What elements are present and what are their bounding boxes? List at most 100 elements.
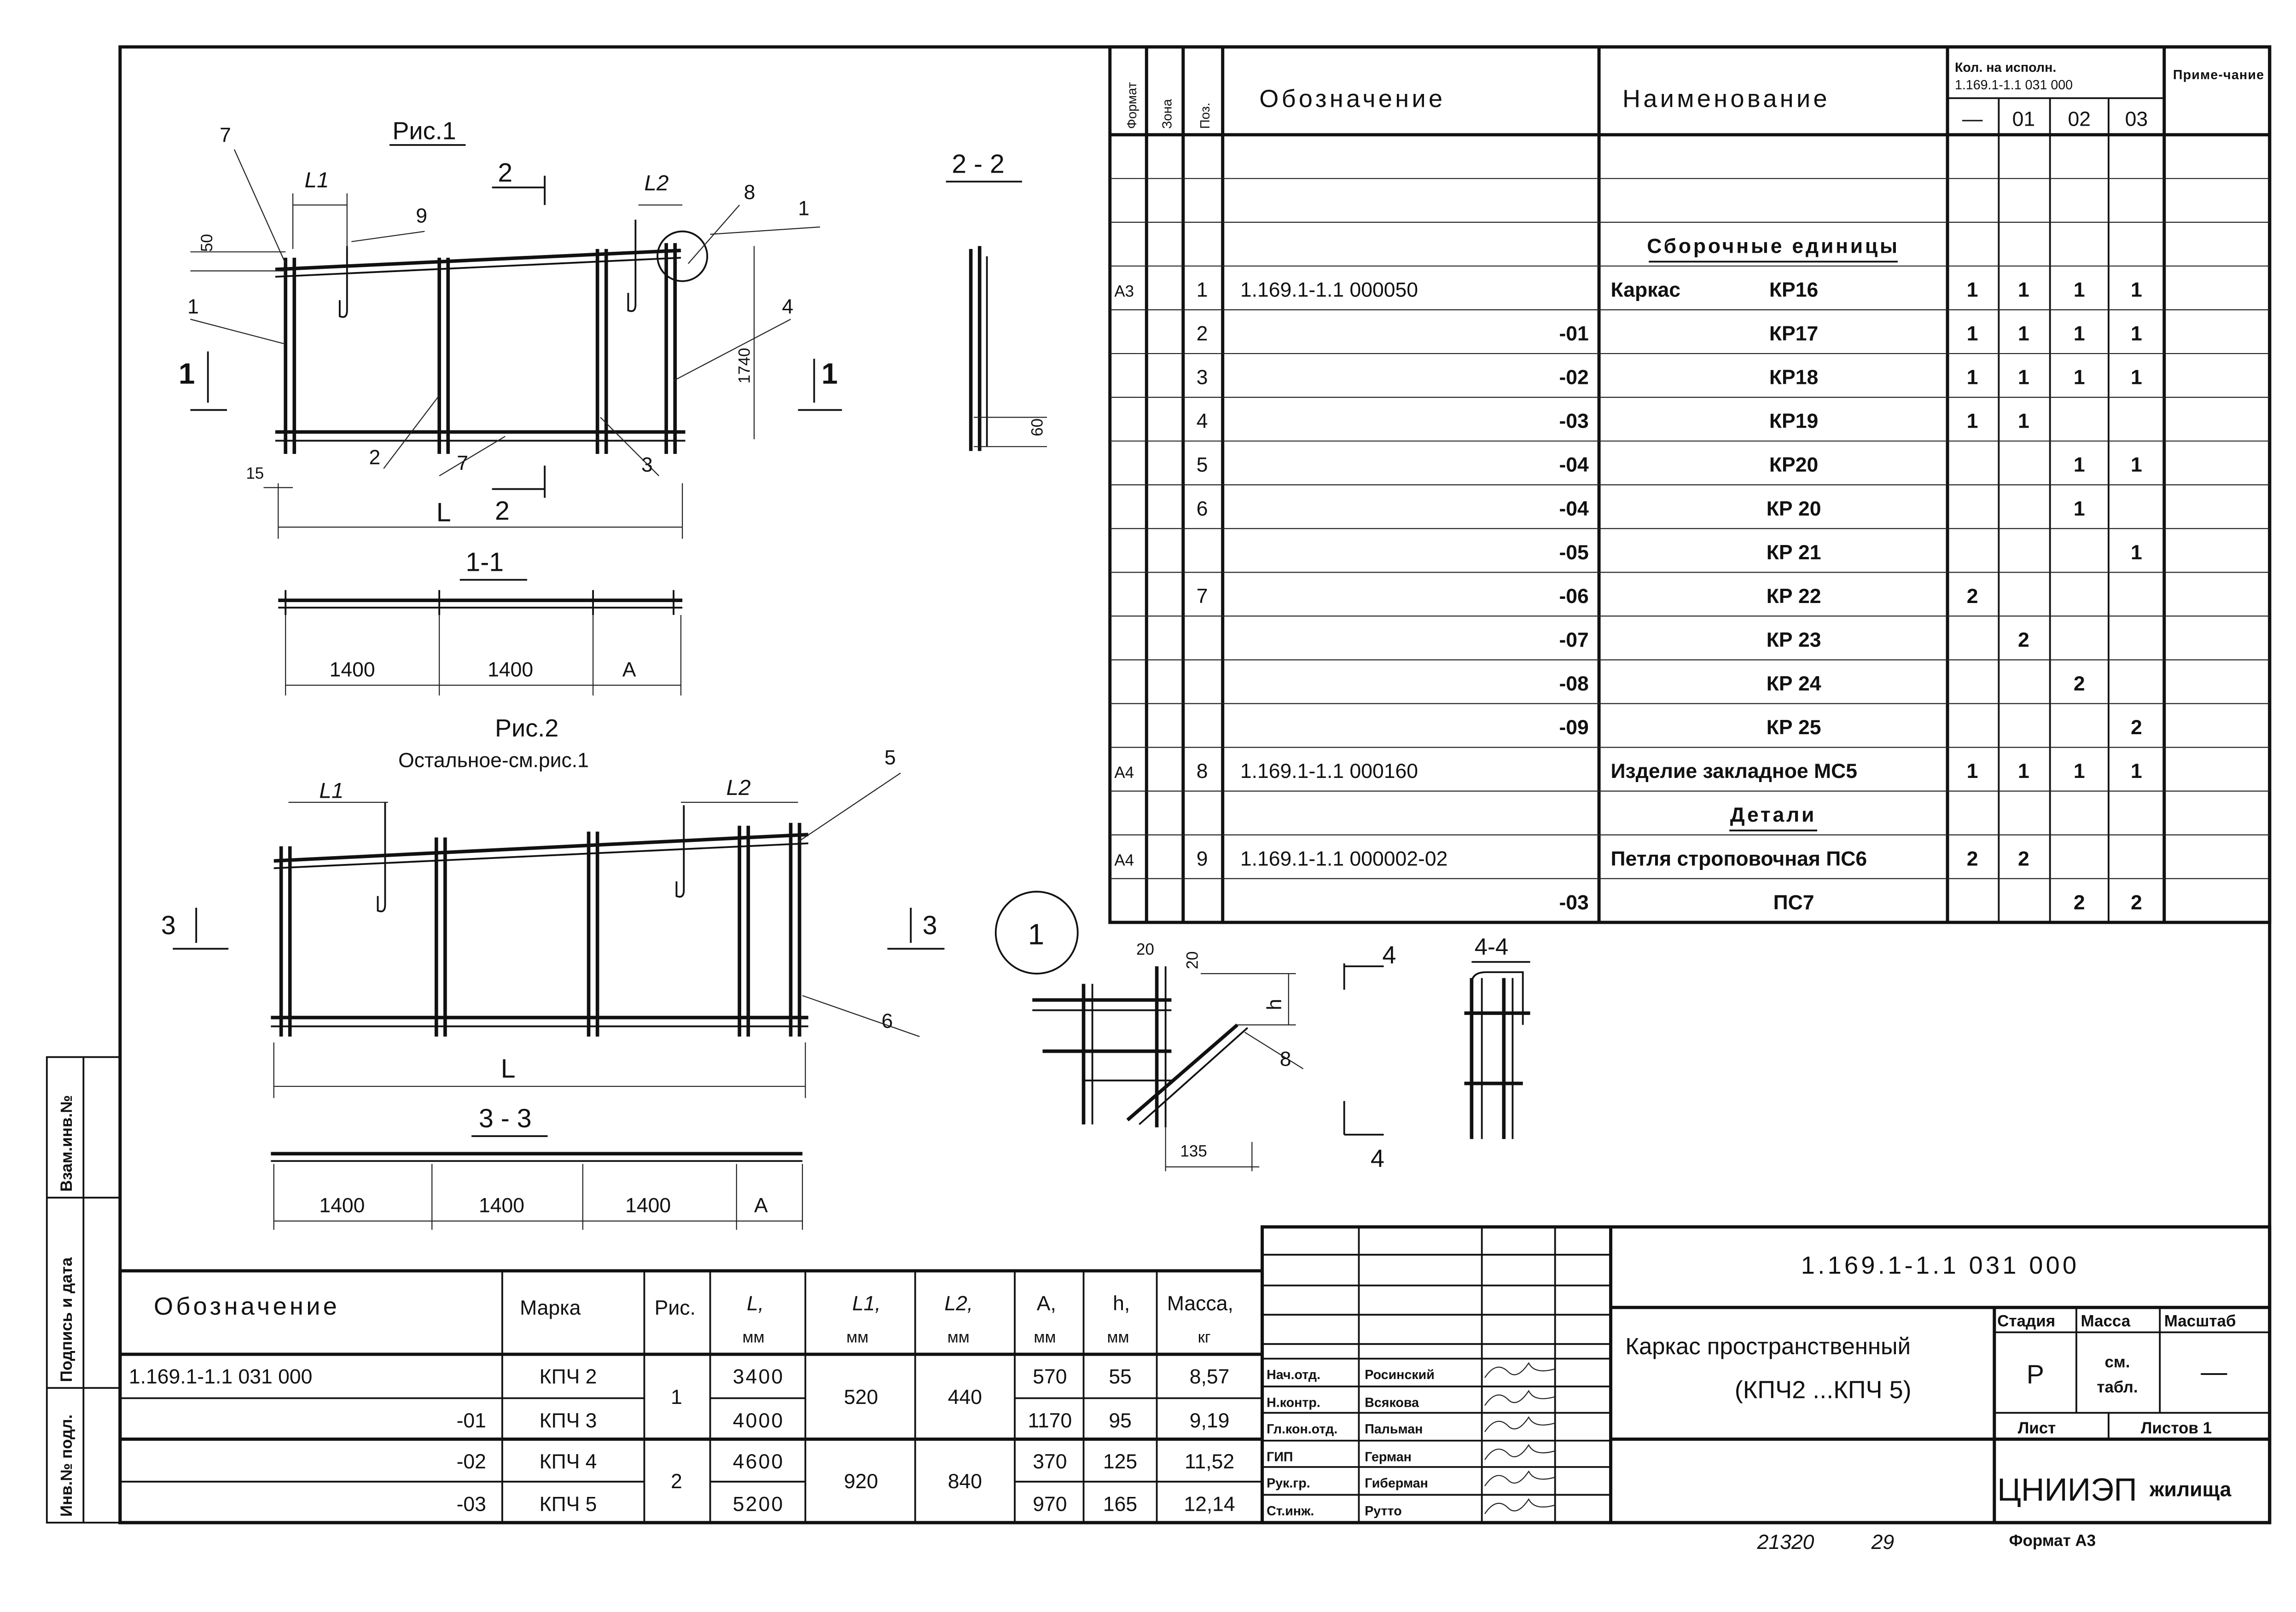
handwritten-signature (1484, 1470, 1555, 1486)
spec-quantity: 2 (2131, 891, 2142, 914)
spec-position: 9 (1197, 847, 1208, 870)
var-header-L: L, (747, 1293, 764, 1315)
position-5: 5 (884, 746, 896, 769)
variant-L2: 840 (948, 1470, 982, 1493)
spec-quantity: 2 (1967, 585, 1978, 608)
signature-row: Гл.кон.отд.Пальман (1262, 1412, 1611, 1437)
fig2-label: Рис.2 (495, 714, 558, 742)
variant-h: 55 (1109, 1366, 1132, 1388)
dim-L1: L1 (319, 779, 343, 803)
dim-1400: 1400 (330, 659, 375, 681)
position-1: 1 (187, 296, 199, 318)
variant-mass: 9,19 (1190, 1409, 1230, 1432)
spec-quantity: 2 (2074, 673, 2085, 695)
position-4: 4 (782, 296, 793, 318)
dim-h: h (1263, 999, 1286, 1010)
dim-50: 50 (198, 234, 216, 252)
var-header-mass: Масса, (1167, 1293, 1233, 1315)
spec-position: 3 (1197, 366, 1208, 389)
spec-designation: -02 (1559, 366, 1588, 389)
spec-quantity: 2 (1967, 847, 1978, 870)
spec-header-qty-col: 02 (2068, 108, 2091, 131)
spec-quantity: 1 (2131, 278, 2142, 301)
var-header-h: h, (1113, 1293, 1130, 1315)
variant-L: 3400 (733, 1366, 785, 1388)
spec-designation: -04 (1559, 498, 1589, 520)
signature-name: Росинский (1365, 1368, 1435, 1382)
position-9: 9 (416, 205, 427, 227)
signature-role: Нач.отд. (1267, 1368, 1320, 1382)
spec-header-qty-col: 01 (2012, 108, 2035, 131)
spec-quantity: 1 (2131, 760, 2142, 783)
dim-L: L (501, 1054, 516, 1084)
spec-designation: -05 (1559, 541, 1588, 564)
sheet-label: Лист (2018, 1419, 2056, 1437)
spec-quantity: 1 (2018, 760, 2029, 783)
dim-1400: 1400 (625, 1195, 671, 1217)
spec-quantity: 1 (2018, 278, 2029, 301)
mass-value-2: табл. (2097, 1378, 2138, 1396)
spec-quantity: 1 (1967, 410, 1978, 433)
sheets-label: Листов 1 (2141, 1419, 2212, 1437)
signature-name: Пальман (1365, 1422, 1423, 1437)
position-8: 8 (1280, 1048, 1291, 1071)
spec-quantity: 1 (2074, 760, 2085, 783)
spec-mark: КР 23 (1767, 629, 1821, 651)
dim-20: 20 (1136, 940, 1154, 958)
variant-designation: -03 (457, 1493, 486, 1515)
node-1-detail: 1 20 20 h 8 135 (994, 891, 1304, 1171)
organization-sub: жилища (2149, 1479, 2232, 1501)
spec-quantity: 1 (1967, 278, 1978, 301)
position-8: 8 (744, 181, 756, 204)
position-7: 7 (220, 124, 231, 147)
spec-quantity: 1 (2074, 454, 2085, 476)
spec-quantity: 1 (2131, 541, 2142, 564)
inventory-number: 21320 (1757, 1531, 1814, 1554)
spec-mark: КР20 (1769, 454, 1818, 476)
spec-header-qty-col: 03 (2125, 108, 2148, 131)
spec-format: А4 (1114, 764, 1134, 782)
spec-name: Изделие закладное МС5 (1611, 760, 1858, 783)
dim-1740: 1740 (735, 348, 753, 384)
mass-label: Масса (2081, 1312, 2130, 1330)
stage-label: Стадия (1997, 1312, 2055, 1330)
spec-row: Детали (1110, 790, 2270, 832)
var-header-mark: Марка (520, 1297, 581, 1319)
spec-section-title: Сборочные единицы (1647, 235, 1900, 257)
signature-name: Всякова (1365, 1396, 1419, 1410)
dim-1400: 1400 (479, 1195, 524, 1217)
vzam-inv-label: Взам.инв.№ (58, 1095, 76, 1192)
section-4-4: 4 4 4-4 (1343, 934, 1530, 1172)
handwritten-signature (1484, 1390, 1555, 1406)
specification-table: Формат Зона Поз. Обозначение Наименовани… (1108, 45, 2272, 924)
var-header-A: A, (1037, 1293, 1056, 1315)
spec-mark: ПС7 (1773, 891, 1814, 914)
spec-header-name: Наименование (1622, 85, 1830, 112)
position-1: 1 (798, 197, 809, 220)
handwritten-signature (1484, 1498, 1555, 1514)
dim-15: 15 (246, 464, 264, 482)
variant-designation: -01 (457, 1409, 486, 1432)
spec-row: Сборочные единицы (1110, 221, 2270, 263)
spec-quantity: 2 (2018, 847, 2029, 870)
spec-mark: КР17 (1769, 323, 1818, 345)
variant-mass: 11,52 (1185, 1450, 1234, 1473)
variant-L: 4000 (733, 1409, 785, 1432)
left-strip: Инв.№ подл. Подпись и дата Взам.инв.№ (46, 1056, 121, 1524)
figure-2: Рис.2 Остальное-см.рис.1 L1 L2 L 5 6 3 3 (161, 714, 945, 1098)
spec-quantity: 1 (2074, 323, 2085, 345)
section-marker-1: 1 (821, 357, 837, 390)
fig1-label: Рис.1 (392, 117, 456, 145)
spec-quantity: 1 (2131, 323, 2142, 345)
spec-header-pos: Поз. (1198, 103, 1213, 129)
unit-mm: мм (846, 1328, 868, 1346)
dim-60: 60 (1029, 418, 1046, 436)
